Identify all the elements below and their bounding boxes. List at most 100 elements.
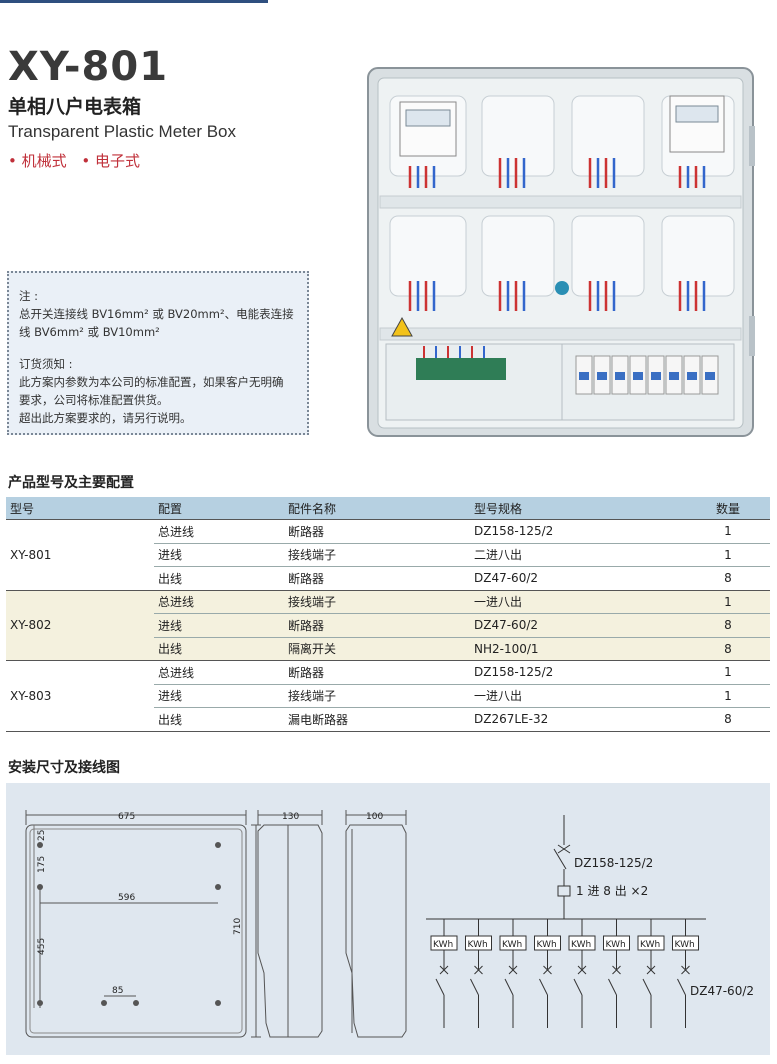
cell: 进线: [154, 684, 284, 708]
cell: 进线: [154, 543, 284, 567]
table-row: 出线 断路器 DZ47-60/2 8: [6, 566, 770, 591]
meter-label: KWh: [606, 940, 626, 950]
table-row: 进线 断路器 DZ47-60/2 8: [6, 613, 770, 638]
spec-table: 型号 配置 配件名称 型号规格 数量 XY-801 总进线 断路器 DZ158-…: [6, 497, 770, 732]
meter-label: KWh: [433, 940, 453, 950]
dim-inner-width: 596: [118, 893, 135, 903]
cell: 接线端子: [284, 590, 470, 614]
cell: 一进八出: [470, 590, 686, 614]
cell: 隔离开关: [284, 637, 470, 661]
cell: 出线: [154, 566, 284, 591]
breaker-cross: [681, 965, 690, 975]
group-model: XY-802: [6, 590, 154, 661]
breaker-switch: [504, 978, 514, 996]
breaker-cross: [577, 965, 587, 975]
cell: 出线: [154, 707, 284, 732]
col-qty: 数量: [686, 497, 770, 520]
top-accent-bar: [0, 0, 268, 3]
side-view-2: [345, 810, 407, 1038]
product-types: • 机械式 • 电子式: [8, 150, 150, 171]
meter-label: KWh: [675, 940, 695, 950]
dim-side-depth: 130: [282, 812, 299, 822]
cell: 断路器: [284, 566, 470, 591]
dimension-diagram-panel: 675 596 710 25 175 455 85 130 100: [6, 783, 770, 1055]
cell: 8: [686, 566, 770, 591]
dim-top-gap: 175: [37, 856, 47, 873]
meter-label: KWh: [640, 940, 660, 950]
cell: 漏电断路器: [284, 707, 470, 732]
cell: 8: [686, 707, 770, 732]
cell: DZ158-125/2: [470, 519, 686, 544]
table-row: 出线 隔离开关 NH2-100/1 8: [6, 637, 770, 661]
cell: 8: [686, 613, 770, 638]
cell: 1: [686, 519, 770, 544]
note-line: 总开关连接线 BV16mm² 或 BV20mm²、电能表连接: [19, 307, 294, 321]
breaker-switch: [435, 978, 445, 996]
main-breaker-label: DZ158-125/2: [574, 856, 653, 870]
product-photo: [367, 67, 755, 437]
dim-height: 710: [233, 918, 243, 935]
dim-width: 675: [118, 812, 135, 822]
table-row: 进线 接线端子 一进八出 1: [6, 684, 770, 708]
cell: NH2-100/1: [470, 637, 686, 661]
table-header-row: 型号 配置 配件名称 型号规格 数量: [6, 497, 770, 520]
note-line: 线 BV6mm² 或 BV10mm²: [19, 325, 160, 339]
meter-label: KWh: [502, 940, 522, 950]
cell: DZ158-125/2: [470, 660, 686, 685]
wiring-schematic: [426, 815, 706, 920]
col-part: 配件名称: [284, 497, 470, 520]
col-model: 型号: [6, 497, 154, 520]
cell: 总进线: [154, 660, 284, 685]
note-label: 注 :: [19, 289, 39, 303]
order-line: 此方案内参数为本公司的标准配置，如果客户无明确: [19, 375, 284, 389]
dim-side-depth2: 100: [366, 812, 383, 822]
breaker-switch: [470, 978, 479, 996]
dim-hole-gap: 85: [112, 986, 123, 996]
col-config: 配置: [154, 497, 284, 520]
table-heading: 产品型号及主要配置: [8, 475, 134, 491]
cell: DZ267LE-32: [470, 707, 686, 732]
dimension-diagram: 675 596 710 25 175 455 85 130 100: [25, 810, 754, 1038]
breaker-switch: [573, 978, 583, 996]
cell: 1: [686, 590, 770, 614]
cell: 1: [686, 660, 770, 685]
cell: DZ47-60/2: [470, 613, 686, 638]
table-row: XY-802 总进线 接线端子 一进八出 1: [6, 590, 770, 661]
cell: 断路器: [284, 660, 470, 685]
dim-top-offset: 25: [37, 830, 47, 841]
breaker-cross: [474, 965, 483, 975]
cell: 接线端子: [284, 684, 470, 708]
table-row: 进线 接线端子 二进八出 1: [6, 543, 770, 567]
cell: 进线: [154, 613, 284, 638]
note-box: 注 : 总开关连接线 BV16mm² 或 BV20mm²、电能表连接 线 BV6…: [7, 271, 309, 435]
cell: 8: [686, 637, 770, 661]
type-electronic: • 电子式: [81, 152, 141, 170]
product-title-en: Transparent Plastic Meter Box: [8, 122, 237, 141]
breaker-switch: [642, 978, 652, 996]
table-row: XY-801 总进线 断路器 DZ158-125/2 1: [6, 519, 770, 591]
table-row: XY-803 总进线 断路器 DZ158-125/2 1: [6, 660, 770, 732]
cell: 断路器: [284, 613, 470, 638]
type-mechanical: • 机械式: [8, 152, 67, 170]
group-model: XY-801: [6, 519, 154, 591]
col-spec: 型号规格: [470, 497, 686, 520]
front-view: [25, 810, 261, 1038]
group-model: XY-803: [6, 660, 154, 732]
cell: 1: [686, 684, 770, 708]
cell: 出线: [154, 637, 284, 661]
cell: 1: [686, 543, 770, 567]
cell: 接线端子: [284, 543, 470, 567]
breaker-cross: [439, 965, 449, 975]
diagram-heading: 安装尺寸及接线图: [8, 760, 120, 776]
cell: 一进八出: [470, 684, 686, 708]
breaker-switch: [539, 978, 548, 996]
breaker-cross: [543, 965, 552, 975]
meter-label: KWh: [571, 940, 591, 950]
breaker-cross: [612, 965, 621, 975]
order-label: 订货须知 :: [19, 357, 73, 371]
breaker-cross: [508, 965, 518, 975]
cell: 总进线: [154, 519, 284, 544]
meter-label: KWh: [537, 940, 557, 950]
order-line: 超出此方案要求的，请另行说明。: [19, 411, 192, 425]
